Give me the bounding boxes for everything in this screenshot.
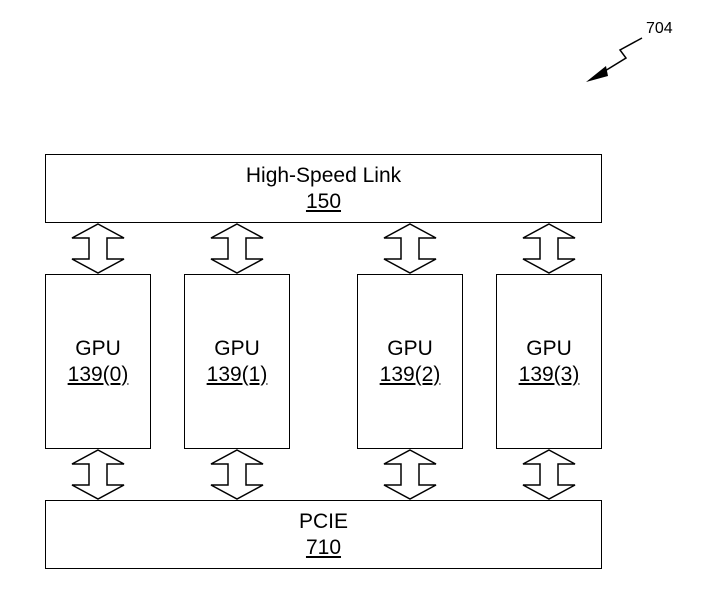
- gpu-pcie-arrow-0: [71, 449, 125, 500]
- gpu-ref: 139(1): [206, 362, 268, 386]
- high-speed-link-label: High-Speed Link: [245, 163, 402, 187]
- gpu-box-1: GPU 139(1): [184, 274, 290, 449]
- gpu-label: GPU: [214, 336, 260, 360]
- link-gpu-arrow-1: [210, 223, 264, 274]
- gpu-ref: 139(3): [518, 362, 580, 386]
- gpu-box-3: GPU 139(3): [496, 274, 602, 449]
- gpu-box-0: GPU 139(0): [45, 274, 151, 449]
- high-speed-link-ref: 150: [305, 189, 342, 213]
- link-gpu-arrow-2: [383, 223, 437, 274]
- bidirectional-arrows: [71, 223, 576, 500]
- gpu-pcie-arrow-2: [383, 449, 437, 500]
- figure-reference-number: 704: [646, 20, 673, 37]
- gpu-label: GPU: [526, 336, 572, 360]
- pcie-ref: 710: [305, 535, 342, 559]
- link-gpu-arrow-3: [522, 223, 576, 274]
- link-gpu-arrow-0: [71, 223, 125, 274]
- high-speed-link-box: High-Speed Link 150: [45, 154, 602, 223]
- gpu-label: GPU: [75, 336, 121, 360]
- gpu-box-2: GPU 139(2): [357, 274, 463, 449]
- pcie-box: PCIE 710: [45, 500, 602, 569]
- gpu-pcie-arrow-3: [522, 449, 576, 500]
- gpu-ref: 139(0): [67, 362, 129, 386]
- gpu-label: GPU: [387, 336, 433, 360]
- figure-ref-leader-arrow: [586, 37, 643, 82]
- gpu-ref: 139(2): [379, 362, 441, 386]
- pcie-label: PCIE: [298, 509, 348, 533]
- gpu-pcie-arrow-1: [210, 449, 264, 500]
